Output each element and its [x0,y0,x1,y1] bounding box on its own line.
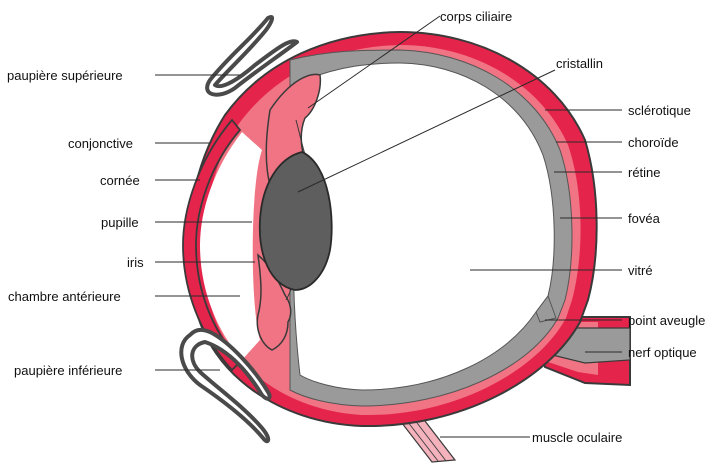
label-pupille: pupille [101,215,139,230]
label-iris: iris [127,255,144,270]
label-sclerotique: sclérotique [628,103,691,118]
label-paupiere-superieure: paupière supérieure [7,68,123,83]
label-vitre: vitré [628,263,653,278]
label-chambre-anterieure: chambre antérieure [8,289,121,304]
label-retine: rétine [628,165,661,180]
label-nerf-optique: nerf optique [628,345,697,360]
label-paupiere-inferieure: paupière inférieure [14,363,122,378]
label-fovea: fovéa [628,211,660,226]
label-cornee: cornée [100,173,140,188]
label-muscle-oculaire: muscle oculaire [532,430,622,445]
label-cristallin: cristallin [556,56,603,71]
label-corps-ciliaire: corps ciliaire [440,9,512,24]
label-conjonctive: conjonctive [68,136,133,151]
label-choroide: choroïde [628,135,679,150]
label-point-aveugle: point aveugle [628,313,705,328]
